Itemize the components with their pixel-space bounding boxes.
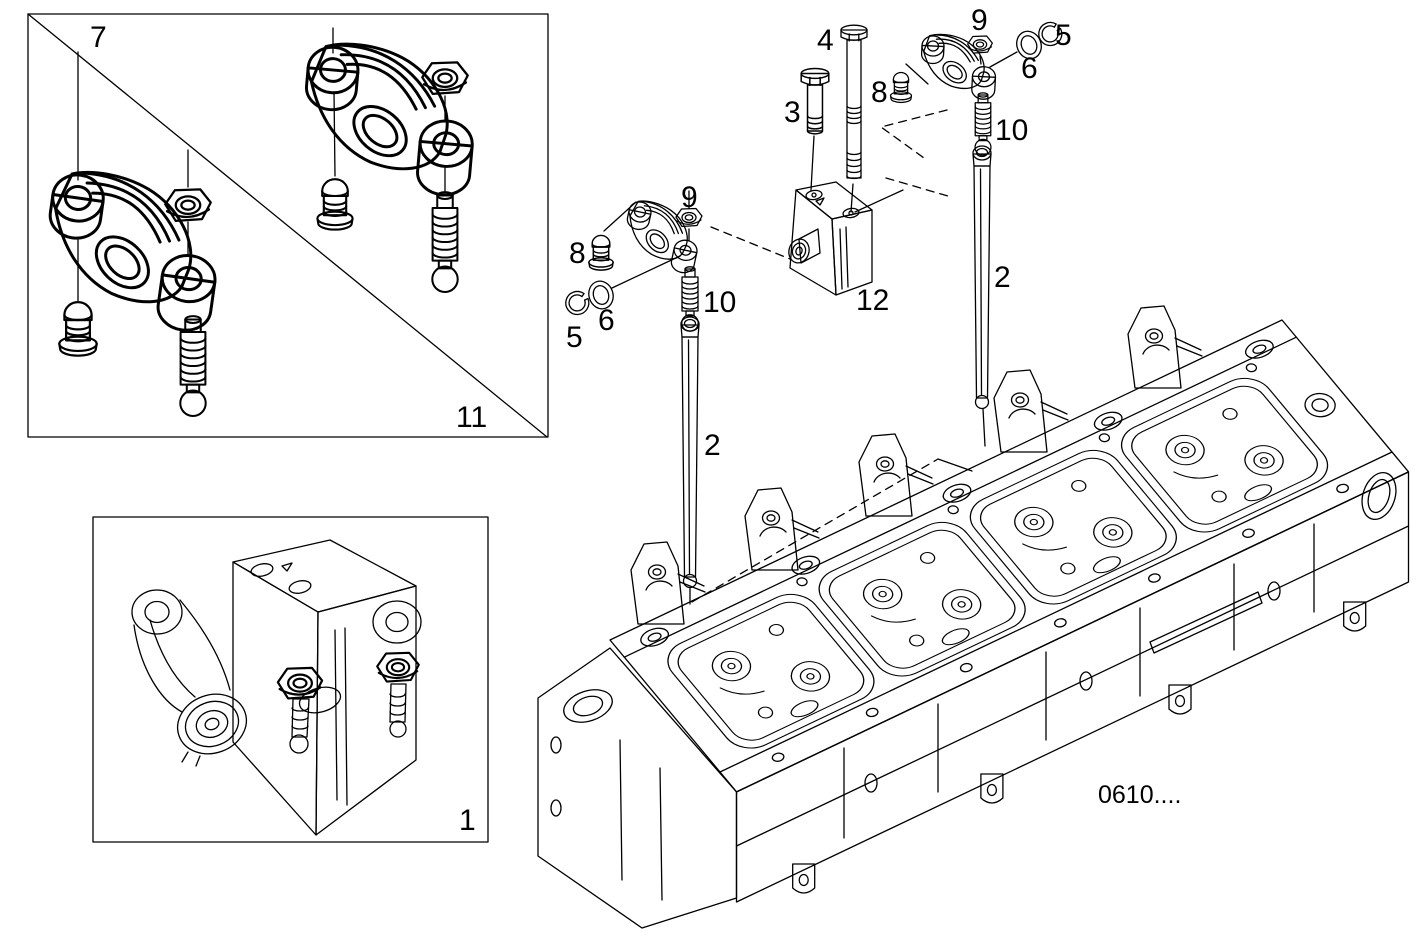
cylinder-section: [958, 441, 1188, 613]
hex-bolt-short: [800, 67, 830, 135]
rocker-pedestal-towers: [630, 305, 1203, 625]
callout-8-upper: 8: [871, 76, 888, 109]
callout-2-right: 2: [994, 261, 1011, 294]
cylinder-section: [807, 513, 1037, 685]
detail-box-top-left: [27, 13, 549, 438]
callout-labels: 7 11 1 8 9 5 6 10 2 3 4 8 9 6 5 10 12 2 …: [90, 4, 1181, 837]
rocker-screw: [316, 178, 354, 231]
callout-2-left: 2: [704, 429, 721, 462]
rocker-screw: [588, 234, 614, 271]
callout-9-upper: 9: [971, 4, 988, 37]
detail-box-border: [27, 13, 549, 438]
mounting-tab: [980, 773, 1004, 804]
adjusting-screw: [681, 266, 699, 332]
cylinder-section: [656, 585, 886, 757]
callout-3: 3: [784, 96, 801, 129]
callout-5-upper: 5: [1055, 19, 1072, 52]
support-bracket: [788, 181, 873, 296]
push-rod-right: [972, 145, 992, 447]
pedestal-rings: [637, 337, 1278, 650]
adjusting-screw: [179, 315, 207, 417]
rocker-assembly-block-1: [131, 539, 422, 836]
head-right-end-port: [1361, 471, 1397, 521]
detail-box-bottom-left: [92, 516, 489, 843]
callout-8-left: 8: [569, 237, 586, 270]
push-rod-left: [680, 316, 700, 605]
callout-6-left: 6: [598, 304, 615, 337]
callout-11: 11: [456, 401, 487, 434]
detail-box-diagonal: [27, 13, 548, 438]
adjusting-screw: [431, 191, 459, 293]
cylinder-head-drawing: [537, 305, 1410, 929]
callout-12: 12: [856, 284, 889, 317]
left-rocker-detail-group: [563, 190, 706, 605]
position-leader-dashed: [691, 458, 939, 603]
callout-4: 4: [817, 24, 834, 57]
lock-nut: [276, 666, 324, 700]
lock-nut: [376, 651, 420, 683]
callout-7: 7: [90, 21, 107, 54]
head-front-face: [735, 471, 1410, 903]
rocker-assembly-detail-11: [296, 27, 482, 293]
end-port-hole: [1299, 389, 1341, 421]
hex-bolt-long: [840, 24, 868, 180]
callout-6-upper: 6: [1021, 52, 1038, 85]
callout-9-left: 9: [681, 181, 698, 214]
detail-link-dashed: [880, 109, 948, 159]
reference-code: 0610....: [1098, 781, 1181, 809]
callout-10-upper: 10: [995, 114, 1028, 147]
mounting-tab: [792, 863, 816, 894]
mounting-tab: [1343, 601, 1367, 632]
rocker-assembly-detail-7: [35, 51, 230, 417]
head-left-end: [537, 647, 738, 929]
upper-rocker-detail-group: [788, 19, 1066, 447]
rocker-screw: [58, 301, 98, 357]
detail-link-dashed: [710, 226, 791, 260]
retaining-ring: [563, 289, 592, 317]
callout-5-left: 5: [566, 321, 583, 354]
leader-lines: [691, 109, 973, 603]
deck-bolt-holes: [672, 362, 1356, 762]
rocker-screw: [889, 71, 913, 104]
cylinder-section: [1110, 369, 1339, 541]
callout-10-left: 10: [703, 286, 736, 319]
rocker-arm: [296, 39, 482, 199]
callout-1: 1: [459, 804, 476, 837]
head-bottom-tabs: [792, 601, 1367, 894]
mounting-tab: [1168, 684, 1192, 715]
head-top-deck: [610, 320, 1409, 792]
detail-link-dashed: [885, 177, 949, 197]
detail-box-border: [92, 516, 489, 843]
lock-nut: [164, 188, 212, 223]
